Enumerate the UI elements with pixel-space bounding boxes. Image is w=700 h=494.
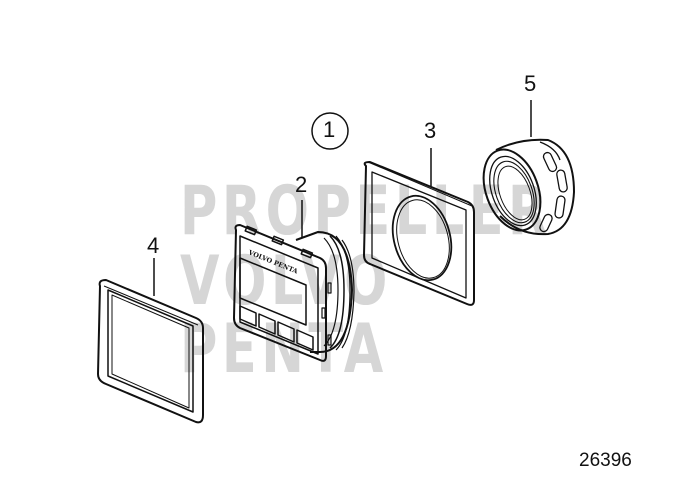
- callout-2: 2: [295, 172, 308, 197]
- callout-5: 5: [524, 71, 537, 96]
- part-2-display-unit: [233, 224, 355, 362]
- callout-4: 4: [147, 233, 160, 258]
- watermark-line2: VOLVO PENTA: [180, 242, 392, 389]
- figure-number: 26396: [579, 450, 632, 471]
- assembly-callout-circle: [311, 112, 349, 150]
- part-3-gasket: [363, 161, 475, 306]
- part-5-nut: [482, 138, 575, 236]
- callout-3: 3: [424, 118, 437, 143]
- part-4-bezel-frame: [97, 279, 204, 424]
- callout-1: 1: [323, 117, 336, 142]
